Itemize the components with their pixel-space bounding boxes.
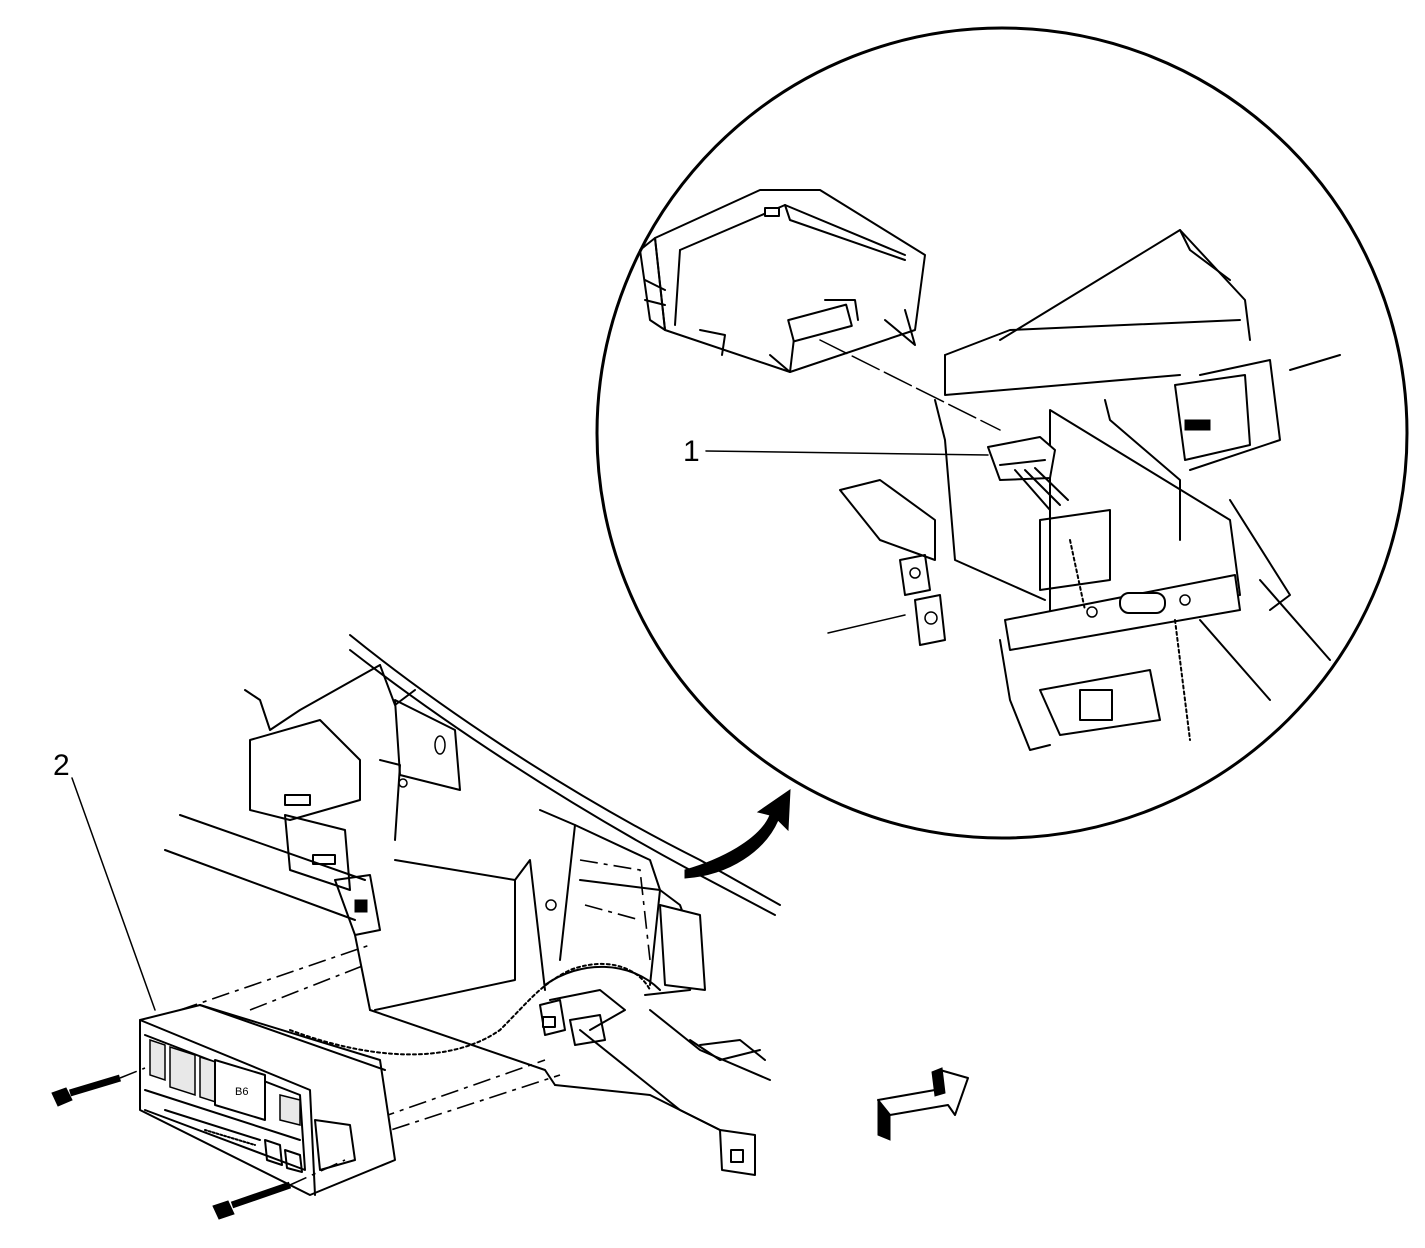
callout-2-leader (71, 777, 156, 1011)
detail-dash-structure (827, 229, 1341, 751)
wire-harness (289, 962, 651, 1056)
screw-icon (212, 1181, 292, 1220)
callout-label-1: 1 (683, 435, 700, 468)
forward-arrow-icon (877, 1067, 969, 1141)
svg-text:B6: B6 (235, 1086, 248, 1098)
instrument-panel-structure (164, 634, 781, 1176)
detail-view-circle (595, 26, 1409, 840)
screw-icon (51, 1074, 122, 1107)
hvac-control-connector (987, 436, 1069, 511)
callout-label-2: 2 (53, 749, 70, 782)
callout-1-leader (705, 450, 989, 456)
detail-module-housing (639, 189, 926, 373)
hvac-control-module: B6 (139, 1004, 396, 1196)
curved-arrow-icon (684, 789, 791, 879)
